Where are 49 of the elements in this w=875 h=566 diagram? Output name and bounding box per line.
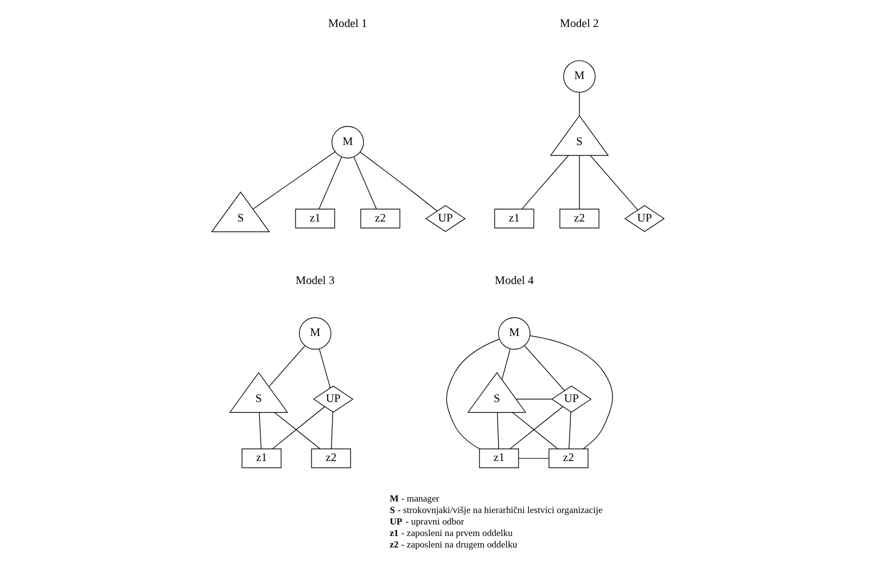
connector <box>501 348 510 380</box>
connector <box>515 398 552 400</box>
node-circle: M <box>562 60 596 93</box>
connector <box>359 152 437 212</box>
label: M - manager <box>389 494 439 504</box>
node-circle: M <box>498 317 530 350</box>
connector <box>521 155 568 210</box>
label: z2 - zaposleni na drugem oddelku <box>389 540 517 551</box>
node-box: z2 <box>360 208 400 228</box>
connector <box>268 346 305 388</box>
label: Model 3 <box>295 274 334 288</box>
label: Model 4 <box>494 274 534 288</box>
connector <box>578 155 580 210</box>
connector <box>590 155 638 210</box>
label: z1 - zaposleni na prvem oddelku <box>389 529 512 540</box>
node-box: z1 <box>494 208 534 228</box>
node-diamond: UP <box>624 205 664 232</box>
node-diamond: UP <box>312 386 353 413</box>
connector <box>252 151 335 210</box>
label: Model 1 <box>328 17 367 30</box>
connector <box>258 412 261 450</box>
connector <box>529 335 612 450</box>
node-box: z2 <box>310 448 350 468</box>
connector <box>446 338 499 450</box>
connector <box>509 406 563 450</box>
node-box: z1 <box>478 448 518 468</box>
label: UP - upravni odbor <box>389 517 464 528</box>
connector <box>524 345 564 391</box>
node-box: z2 <box>548 448 588 468</box>
connector <box>352 156 376 210</box>
node-box: z1 <box>241 448 281 468</box>
connector <box>518 458 549 459</box>
node-box: z2 <box>558 208 599 228</box>
node-circle: M <box>331 126 364 158</box>
node-diamond: UP <box>550 386 592 413</box>
connector <box>512 412 558 450</box>
connector <box>318 348 330 388</box>
label: S - strokovnjaki/višje na hierarhični lestvici organizacije <box>389 506 602 516</box>
label: Model 2 <box>559 17 598 30</box>
connector <box>578 92 580 116</box>
connector <box>568 411 571 450</box>
connector <box>330 412 333 450</box>
connector <box>496 412 499 450</box>
node-diamond: UP <box>424 205 466 232</box>
node-box: z1 <box>294 208 335 228</box>
connector <box>318 156 342 210</box>
connector <box>274 412 320 450</box>
connector <box>272 406 325 450</box>
node-circle: M <box>298 317 331 350</box>
